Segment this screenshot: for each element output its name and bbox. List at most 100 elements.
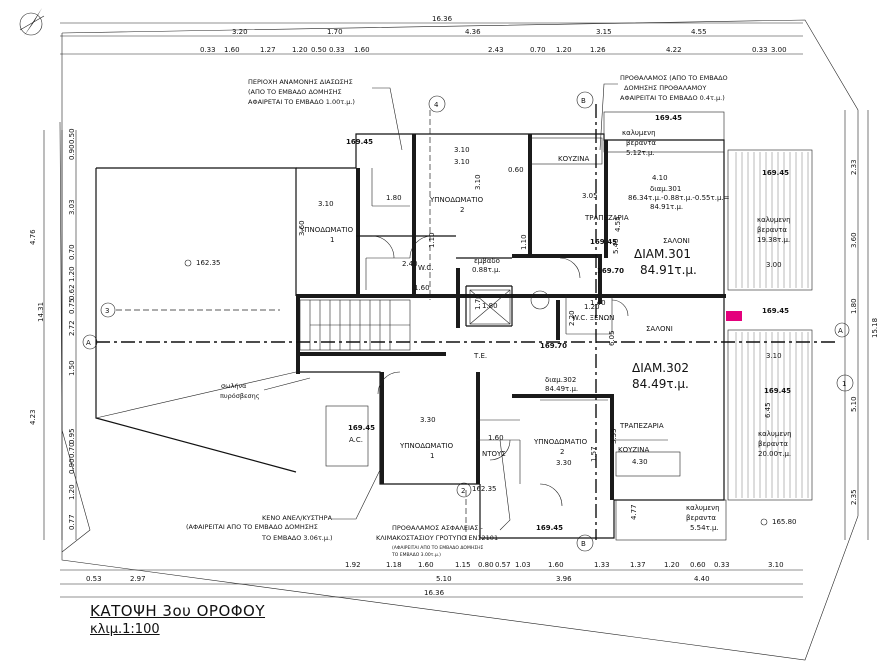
note-waiting-1: ΠΕΡΙΟΧΗ ΑΝΑΜΟΝΗΣ ΔΙΑΣΩΣΗΣ (248, 78, 353, 86)
dim-bot-r2-2: 5.10 (436, 575, 452, 583)
svg-text:1.10: 1.10 (520, 234, 528, 250)
dim-right-2: 1.80 (850, 298, 858, 314)
note-vestibule-1: ΠΡΟΘΑΛΑΜΟΣ (ΑΠΟ ΤΟ ΕΜΒΑΔΟ (620, 74, 728, 82)
axis-marker-3: 3 (100, 302, 116, 318)
elev-11: 162.35 (472, 485, 497, 493)
dim-top-r1-3: 3.15 (596, 28, 612, 36)
dim-bot-r1-11: 0.60 (690, 561, 706, 569)
dim-left-o-0: 4.76 (29, 229, 37, 245)
dim-top-r2-6: 1.60 (354, 46, 370, 54)
apartment-301-area: 84.91τ.μ. (640, 263, 697, 277)
elev-9: 169.70 (540, 342, 567, 350)
elev-1: 169.45 (655, 114, 682, 122)
svg-text:A: A (838, 327, 843, 335)
door-swings (371, 235, 629, 507)
dim-left-i-6: 0.75 (68, 298, 76, 314)
axis-marker-2: 2 (456, 482, 472, 498)
north-arrow-icon (19, 8, 45, 36)
svg-text:3.10: 3.10 (318, 200, 334, 208)
room-living-302: ΣΑΛΟΝΙ (646, 325, 673, 333)
svg-text:3.55: 3.55 (610, 428, 618, 444)
dim-left-i-7: 2.72 (68, 320, 76, 336)
dim-top-r2-7: 2.43 (488, 46, 504, 54)
veranda-2-l2: βεραντα (758, 440, 788, 448)
svg-text:4: 4 (434, 101, 439, 109)
dim-top-r2-8: 0.70 (530, 46, 546, 54)
grid-axes (96, 104, 836, 540)
dim-left-i-5: 0.62 (68, 284, 76, 300)
room-ac: A.C. (349, 436, 363, 444)
dim-top-r2-5: 0.33 (329, 46, 345, 54)
area-label: εμβαδο (474, 257, 500, 265)
building-walls (296, 111, 813, 541)
apartment-302-area: 84.49τ.μ. (632, 377, 689, 391)
dim-top-r2-11: 4.22 (666, 46, 682, 54)
dim-top-r2-13: 3.00 (771, 46, 787, 54)
svg-text:A: A (86, 339, 91, 347)
dim-bot-r1-12: 0.33 (714, 561, 730, 569)
svg-text:3.30: 3.30 (420, 416, 436, 424)
dim-left-i-10: 0.70 (68, 442, 76, 458)
svg-text:4.77: 4.77 (630, 504, 638, 520)
elev-10: 162.35 (196, 259, 221, 267)
note-vestibule-2: ΔΟΜΗΣΗΣ ΠΡΟΘΑΛΑΜΟΥ (624, 84, 706, 92)
svg-text:1.40: 1.40 (590, 299, 606, 307)
svg-text:1.20: 1.20 (584, 303, 600, 311)
left-dimensions: 4.76 14.31 4.23 0.50 0.90 3.03 0.70 1.20… (29, 128, 77, 540)
dim-top-r1-0: 3.20 (232, 28, 248, 36)
right-dimensions: 2.33 3.60 1.80 5.10 2.35 15.18 (844, 110, 879, 540)
apartment-302-name: ΔΙΑΜ.302 (632, 361, 689, 375)
top-dimensions: 16.36 3.20 1.70 4.36 3.15 4.55 0.33 1.60… (60, 15, 803, 55)
elev-0: 169.45 (346, 138, 373, 146)
dim-bot-r1-6: 1.03 (515, 561, 531, 569)
svg-text:B: B (581, 540, 586, 548)
dim-left-i-8: 1.50 (68, 360, 76, 376)
dim-bot-r1-8: 1.33 (594, 561, 610, 569)
svg-text:3.10: 3.10 (474, 174, 482, 190)
dim-bot-r1-0: 1.92 (345, 561, 361, 569)
dim-bot-r2-3: 3.96 (556, 575, 572, 583)
apartment-301-name: ΔΙΑΜ.301 (634, 247, 691, 261)
axis-marker-a-left: A (82, 334, 98, 350)
dim-bot-r1-2: 1.60 (418, 561, 434, 569)
note-void-3: ΤΟ ΕΜΒΑΔΟ 3.06τ.μ.) (261, 534, 333, 542)
svg-text:1.80: 1.80 (386, 194, 402, 202)
svg-text:1.70: 1.70 (474, 294, 482, 310)
room-bed1-301: ΥΠΝΟΔΩΜΑΤΙΟ (299, 226, 354, 234)
apartment-labels: ΔΙΑΜ.301 84.91τ.μ. διαμ.301 86.34τ.μ.-0.… (545, 185, 730, 393)
dim-bot-r2-4: 4.40 (694, 575, 710, 583)
elev-8: 169.70 (597, 267, 624, 275)
dim-top-r2-10: 1.26 (590, 46, 606, 54)
dim-bot-r2-0: 0.53 (86, 575, 102, 583)
dim-top-r2-9: 1.20 (556, 46, 572, 54)
elevation-marks: 169.45 169.45 169.45 169.45 169.45 169.4… (184, 114, 797, 532)
ac-unit (325, 405, 369, 467)
dim-bot-r1-9: 1.37 (630, 561, 646, 569)
svg-text:6.05: 6.05 (608, 330, 616, 346)
svg-text:3.30: 3.30 (556, 459, 572, 467)
axis-marker-b-top: B (576, 91, 594, 109)
dim-bot-r1-13: 3.10 (768, 561, 784, 569)
dim-top-total: 16.36 (432, 15, 453, 23)
apartment-301-calc-3: 84.91τ.μ. (650, 203, 683, 211)
dim-right-total: 15.18 (871, 318, 879, 338)
svg-text:6.45: 6.45 (764, 402, 772, 418)
elev-7: 169.45 (536, 524, 563, 532)
dim-left-i-2: 3.03 (68, 199, 76, 215)
plan-scale: κλιμ.1:100 (90, 622, 160, 637)
room-ntous: ΝΤΟΥΣ (482, 450, 506, 458)
apartment-301-calc-1: διαμ.301 (650, 185, 681, 193)
dim-bot-r1-4: 0.80 (478, 561, 494, 569)
svg-text:2: 2 (461, 487, 465, 495)
svg-text:3.10: 3.10 (766, 352, 782, 360)
dim-bot-total: 16.36 (424, 589, 445, 597)
dim-top-r2-1: 1.60 (224, 46, 240, 54)
dim-left-i-1: 0.90 (68, 144, 76, 160)
room-labels: ΚΟΥΖΙΝΑ ΤΡΑΠΕΖΑΡΙΑ ΣΑΛΟΝΙ ΥΠΝΟΔΩΜΑΤΙΟ 1 … (299, 155, 690, 460)
svg-text:3.10: 3.10 (454, 158, 470, 166)
svg-text:0.60: 0.60 (508, 166, 524, 174)
svg-text:3.05: 3.05 (582, 192, 598, 200)
axis-marker-b-bottom: B (576, 534, 594, 552)
svg-text:2.40: 2.40 (402, 260, 418, 268)
room-bed2-302-num: 2 (560, 448, 564, 456)
